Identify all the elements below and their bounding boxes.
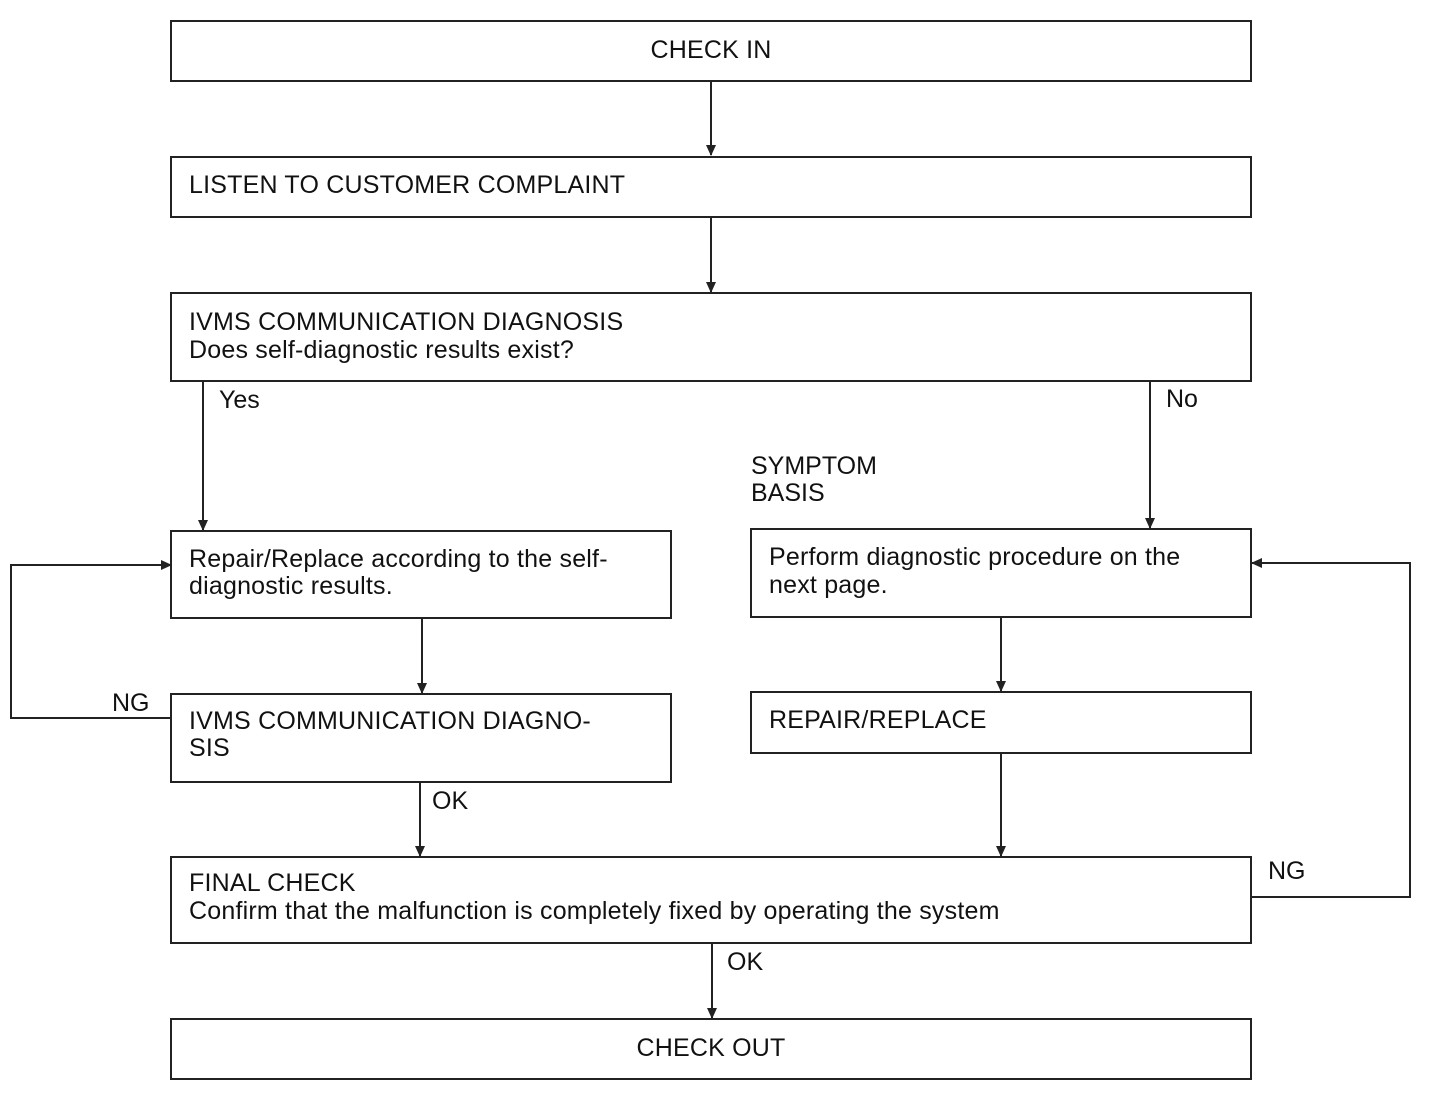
ok-final-label: OK [727, 948, 764, 976]
symptom-basis-line1: SYMPTOM [751, 452, 877, 480]
perform-line2: next page. [769, 571, 888, 599]
listen-label: LISTEN TO CUSTOMER COMPLAINT [189, 171, 626, 199]
ok-left-label: OK [432, 787, 469, 815]
perform-procedure-box: Perform diagnostic procedure on the next… [750, 528, 1252, 618]
repair-replace-box: REPAIR/REPLACE [750, 691, 1252, 754]
diagnosis-recheck-box: IVMS COMMUNICATION DIAGNO- SIS [170, 693, 672, 783]
repair-replace-label: REPAIR/REPLACE [769, 706, 987, 734]
symptom-basis-line2: BASIS [751, 479, 825, 507]
check-in-box: CHECK IN [170, 20, 1252, 82]
check-out-box: CHECK OUT [170, 1018, 1252, 1080]
repair-self-line1: Repair/Replace according to the self- [189, 545, 608, 573]
repair-self-line2: diagnostic results. [189, 572, 393, 600]
diagnosis-box: IVMS COMMUNICATION DIAGNOSIS Does self-d… [170, 292, 1252, 382]
no-label: No [1166, 385, 1198, 413]
ng-left-label: NG [112, 689, 150, 717]
diagnosis-recheck-line2: SIS [189, 734, 230, 762]
perform-line1: Perform diagnostic procedure on the [769, 543, 1181, 571]
listen-box: LISTEN TO CUSTOMER COMPLAINT [170, 156, 1252, 218]
check-out-label: CHECK OUT [636, 1034, 786, 1062]
ng-right-label: NG [1268, 857, 1306, 885]
check-in-label: CHECK IN [650, 36, 772, 64]
diagnosis-question: Does self-diagnostic results exist? [189, 336, 574, 364]
arrow-ng-loop-right [1251, 558, 1411, 898]
diagnosis-title: IVMS COMMUNICATION DIAGNOSIS [189, 308, 624, 336]
yes-label: Yes [219, 386, 260, 414]
diagnosis-recheck-line1: IVMS COMMUNICATION DIAGNO- [189, 707, 591, 735]
final-check-text: Confirm that the malfunction is complete… [189, 897, 1000, 925]
arrow-ng-loop-left [10, 560, 172, 719]
repair-self-diagnostic-box: Repair/Replace according to the self- di… [170, 530, 672, 619]
final-check-box: FINAL CHECK Confirm that the malfunction… [170, 856, 1252, 944]
final-check-title: FINAL CHECK [189, 869, 356, 897]
